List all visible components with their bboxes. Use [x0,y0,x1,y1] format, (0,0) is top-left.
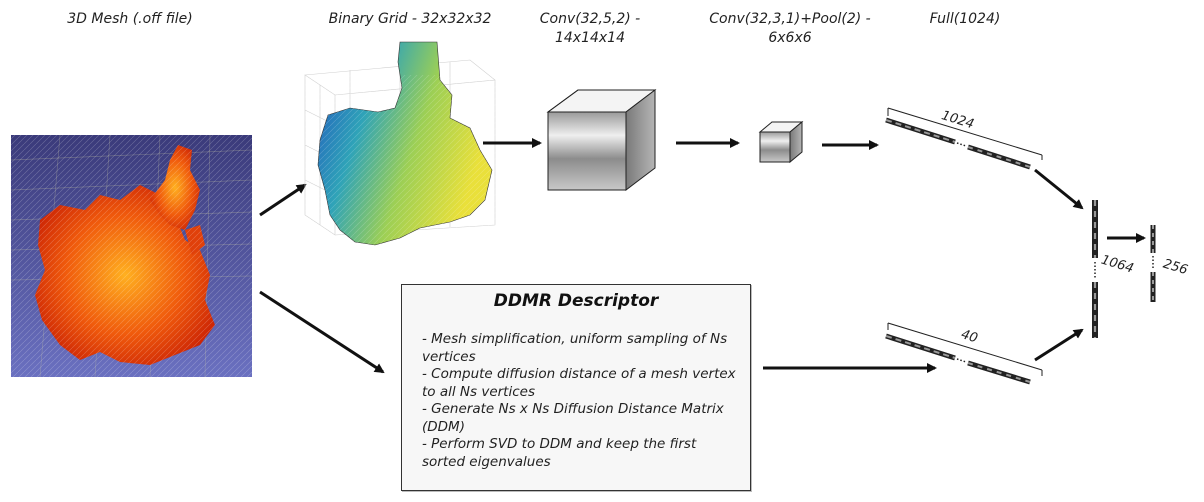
conv1-volume [546,88,657,192]
ddmr-vector-size: 40 [959,327,979,346]
grid-label: Binary Grid - 32x32x32 [328,11,492,27]
concat-vector: 1064 [1092,200,1135,338]
ddmr-descriptor-box: DDMR Descriptor - Mesh simplification, u… [401,284,751,491]
arrow-ddmr-to-concat [1034,328,1084,362]
mesh-label: 3D Mesh (.off file) [67,11,193,27]
full-label: Full(1024) [929,11,1001,27]
arrow-mesh-to-ddmr [259,290,385,374]
voxel-grid [304,41,500,250]
full-vector-size: 1024 [940,108,976,132]
ddmr-step: - Perform SVD to DDM and keep the first … [422,436,697,470]
mesh-image [10,134,253,378]
conv2-label: Conv(32,3,1)+Pool(2) - 6x6x6 [690,10,890,48]
ddmr-step: - Generate Ns x Ns Diffusion Distance Ma… [422,401,724,435]
ddmr-title: DDMR Descriptor [493,291,659,311]
ddmr-steps: - Mesh simplification, uniform sampling … [422,331,742,471]
ddmr-step: - Mesh simplification, uniform sampling … [422,331,728,365]
ddmr-vector: 40 [885,322,1043,385]
conv2-volume [758,120,804,164]
arrow-full-to-concat [1034,168,1084,210]
conv1-label-line1: Conv(32,5,2) - [539,11,641,27]
arrow-mesh-to-grid [259,183,307,217]
conv2-label-line2: 6x6x6 [768,30,812,46]
conv1-label-line2: 14x14x14 [554,30,625,46]
conv1-label: Conv(32,5,2) - 14x14x14 [520,10,660,48]
ddmr-step: - Compute diffusion distance of a mesh v… [422,366,736,400]
conv2-label-line1: Conv(32,3,1)+Pool(2) - [709,11,871,27]
output-vector: 256 [1150,225,1189,302]
concat-vector-size: 1064 [1099,253,1135,277]
full-vector: 1024 [885,107,1043,170]
output-vector-size: 256 [1161,257,1189,279]
